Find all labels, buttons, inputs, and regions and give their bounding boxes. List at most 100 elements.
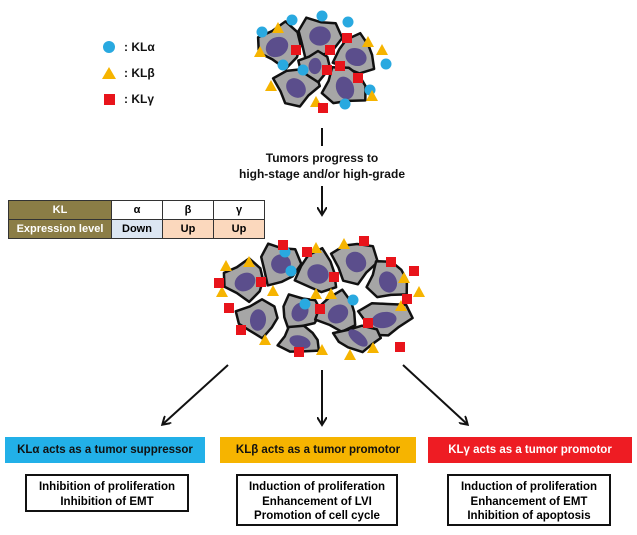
kl-alpha-marker — [285, 265, 297, 277]
cell-nucleus — [327, 304, 349, 324]
cell-nucleus — [308, 57, 322, 75]
effect-item: Induction of proliferation — [248, 481, 386, 493]
kl-beta-marker — [267, 285, 279, 296]
kl-alpha-effects: Inhibition of proliferation Inhibition o… — [25, 474, 189, 512]
cell-nucleus — [249, 309, 267, 331]
expression-table: KL α β γ Expression level Down Up Up — [8, 200, 265, 239]
kl-beta-marker — [338, 238, 350, 249]
table-cell-gamma: γ — [213, 200, 265, 220]
kl-gamma-marker — [322, 65, 332, 75]
cell-nucleus — [378, 271, 398, 293]
kl-gamma-marker — [363, 318, 373, 328]
kl-beta-effects: Induction of proliferation Enhancement o… — [236, 474, 398, 526]
kl-alpha-marker — [380, 58, 392, 70]
progression-line-1: Tumors progress to — [265, 151, 379, 165]
cell-nucleus — [265, 36, 289, 58]
kl-gamma-marker — [359, 236, 369, 246]
table-row-kl: KL α β γ — [8, 200, 265, 220]
table-cell-alpha-level: Down — [111, 219, 163, 239]
cell-nucleus — [335, 76, 355, 100]
kl-beta-marker — [265, 80, 277, 91]
effect-item: Enhancement of LVI — [262, 495, 372, 508]
kl-beta-marker — [362, 36, 374, 47]
effect-item: Inhibition of proliferation — [38, 481, 176, 493]
arrow-to-kl-alpha — [163, 364, 229, 424]
effect-item: Inhibition of apoptosis — [467, 510, 591, 522]
legend: : KLα : KLβ : KLγ — [100, 34, 155, 112]
kl-gamma-marker — [278, 240, 288, 250]
kl-alpha-marker — [297, 64, 309, 76]
kl-gamma-marker — [224, 303, 234, 313]
progression-line-2: high-stage and/or high-grade — [238, 167, 405, 181]
legend-item-kl-alpha: : KLα — [100, 34, 155, 60]
kl-gamma-marker — [402, 294, 412, 304]
cell-nucleus — [271, 254, 291, 274]
cell-nucleus — [286, 78, 306, 98]
kl-gamma-role-header: KLγ acts as a tumor promotor — [428, 437, 632, 463]
kl-gamma-marker — [214, 278, 224, 288]
kl-beta-marker — [220, 260, 232, 271]
kl-alpha-marker — [347, 294, 359, 306]
cell-nucleus — [345, 47, 367, 67]
kl-beta-marker — [243, 256, 255, 267]
progression-label: Tumors progress to high-stage and/or hig… — [222, 150, 422, 182]
high-grade-tumor-cluster — [214, 236, 425, 360]
kl-gamma-effects: Induction of proliferation Enhancement o… — [447, 474, 611, 526]
red-square-icon — [100, 93, 118, 105]
table-cell-gamma-level: Up — [213, 219, 265, 239]
kl-alpha-role-header: KLα acts as a tumor suppressor — [5, 437, 205, 463]
effect-item: Inhibition of EMT — [60, 495, 154, 508]
effect-item: Promotion of cell cycle — [254, 510, 380, 522]
kl-beta-marker — [254, 46, 266, 57]
cell-nucleus — [371, 311, 397, 329]
kl-beta-role-header: KLβ acts as a tumor promotor — [220, 437, 416, 463]
cell-nucleus — [309, 26, 331, 46]
kl-beta-marker — [376, 44, 388, 55]
kl-gamma-marker — [329, 272, 339, 282]
kl-gamma-marker — [256, 277, 266, 287]
kl-gamma-marker — [353, 73, 363, 83]
cell-nucleus — [307, 264, 329, 284]
kl-gamma-marker — [294, 347, 304, 357]
effect-item: Induction of proliferation — [460, 481, 598, 493]
kl-alpha-marker — [316, 10, 328, 22]
kl-gamma-marker — [291, 45, 301, 55]
kl-beta-marker — [395, 300, 407, 311]
kl-beta-marker — [272, 22, 284, 33]
kl-gamma-marker — [395, 342, 405, 352]
kl-beta-marker — [413, 286, 425, 297]
kl-beta-marker — [316, 344, 328, 355]
blue-circle-icon — [100, 41, 118, 53]
legend-label-kl-gamma: : KLγ — [124, 92, 154, 106]
effect-item: Enhancement of EMT — [470, 495, 588, 508]
kl-alpha-marker — [339, 98, 351, 110]
low-grade-tumor-cluster — [254, 10, 392, 113]
kl-gamma-marker — [325, 45, 335, 55]
kl-beta-marker — [216, 286, 228, 297]
legend-item-kl-beta: : KLβ — [100, 60, 155, 86]
legend-label-kl-alpha: : KLα — [124, 40, 155, 54]
kl-gamma-marker — [315, 304, 325, 314]
kl-alpha-marker — [299, 298, 311, 310]
kl-alpha-marker — [342, 16, 354, 28]
kl-beta-marker — [325, 288, 337, 299]
kl-gamma-marker — [342, 33, 352, 43]
table-header-expression: Expression level — [8, 219, 112, 239]
kl-alpha-marker — [286, 14, 298, 26]
kl-gamma-marker — [302, 247, 312, 257]
kl-alpha-marker — [277, 59, 289, 71]
kl-beta-marker — [366, 90, 378, 101]
kl-beta-marker — [310, 242, 322, 253]
kl-beta-marker — [398, 272, 410, 283]
cell-nucleus — [345, 251, 367, 273]
table-cell-beta: β — [162, 200, 214, 220]
table-cell-beta-level: Up — [162, 219, 214, 239]
arrow-to-kl-gamma — [402, 364, 467, 424]
kl-gamma-marker — [386, 257, 396, 267]
kl-gamma-marker — [335, 61, 345, 71]
table-cell-alpha: α — [111, 200, 163, 220]
kl-gamma-marker — [236, 325, 246, 335]
kl-beta-marker — [310, 288, 322, 299]
cell-nucleus — [234, 272, 256, 292]
